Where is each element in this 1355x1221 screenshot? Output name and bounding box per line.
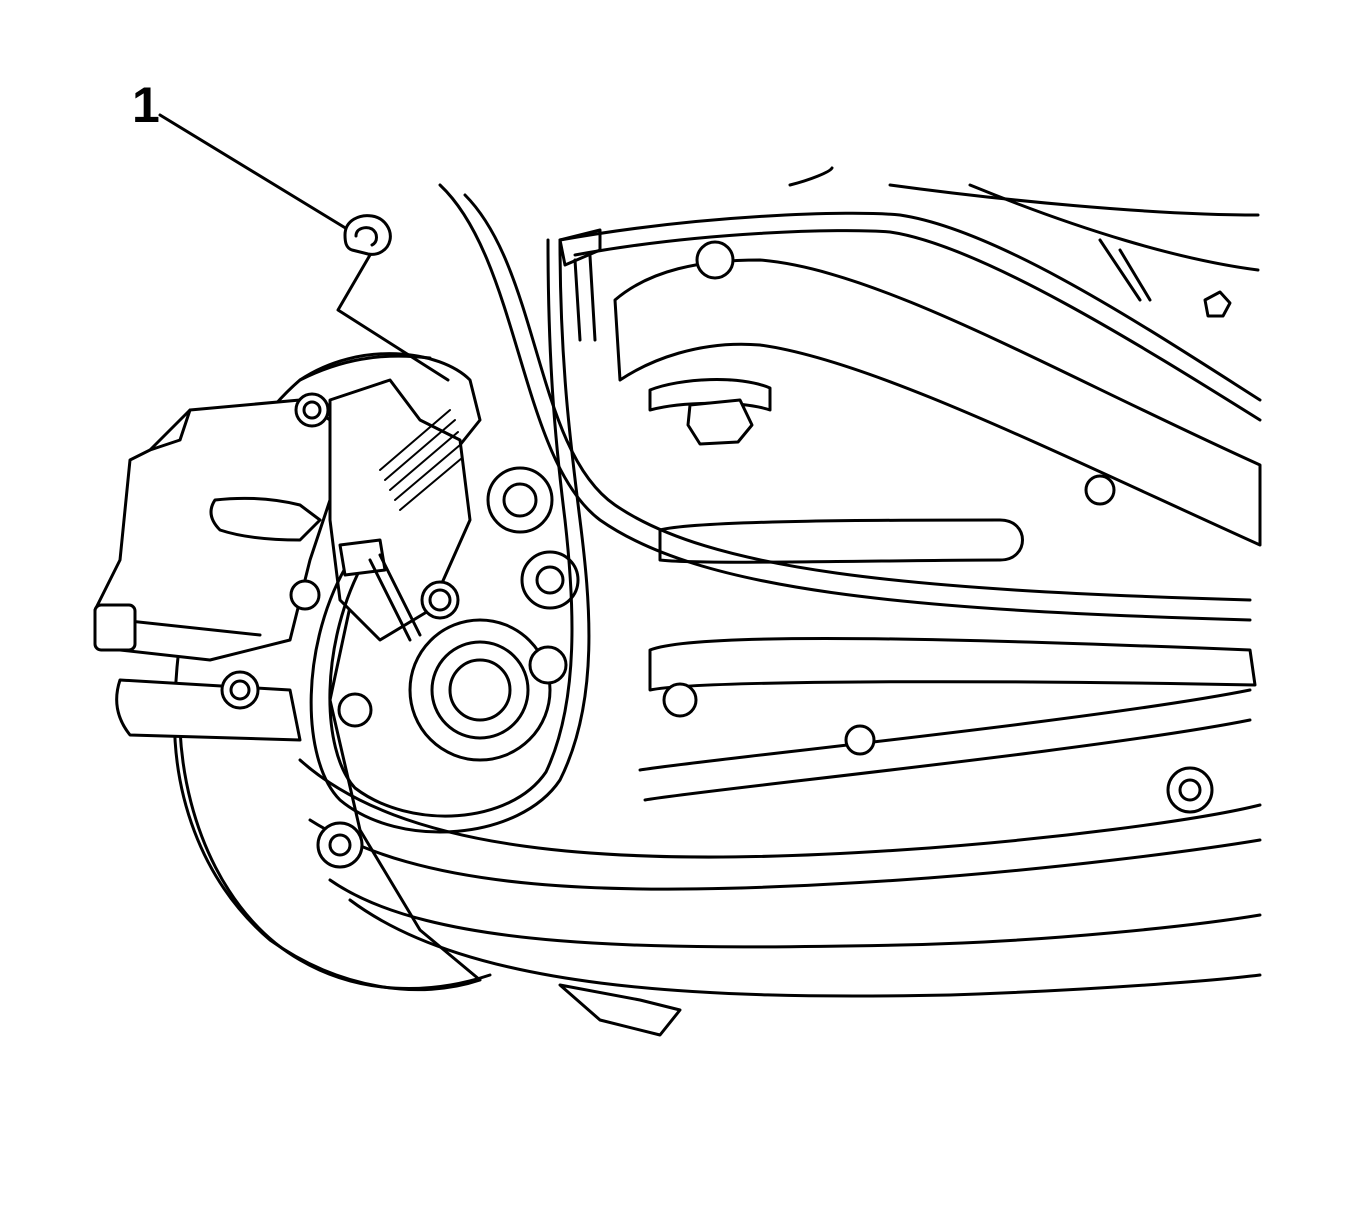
vehicle-frame bbox=[788, 166, 1260, 318]
mount-bolt bbox=[662, 474, 1214, 814]
upper-control-arm bbox=[558, 211, 1262, 547]
parking-brake-lever bbox=[328, 378, 472, 642]
parking-brake-cable bbox=[309, 228, 602, 834]
lower-control-arm bbox=[298, 758, 1262, 1037]
callout-1-leader bbox=[158, 113, 450, 382]
callout-number-1: 1 bbox=[132, 77, 160, 133]
clip-icon bbox=[343, 214, 392, 256]
brake-lines bbox=[438, 183, 1257, 802]
wheel-hub bbox=[337, 466, 580, 762]
